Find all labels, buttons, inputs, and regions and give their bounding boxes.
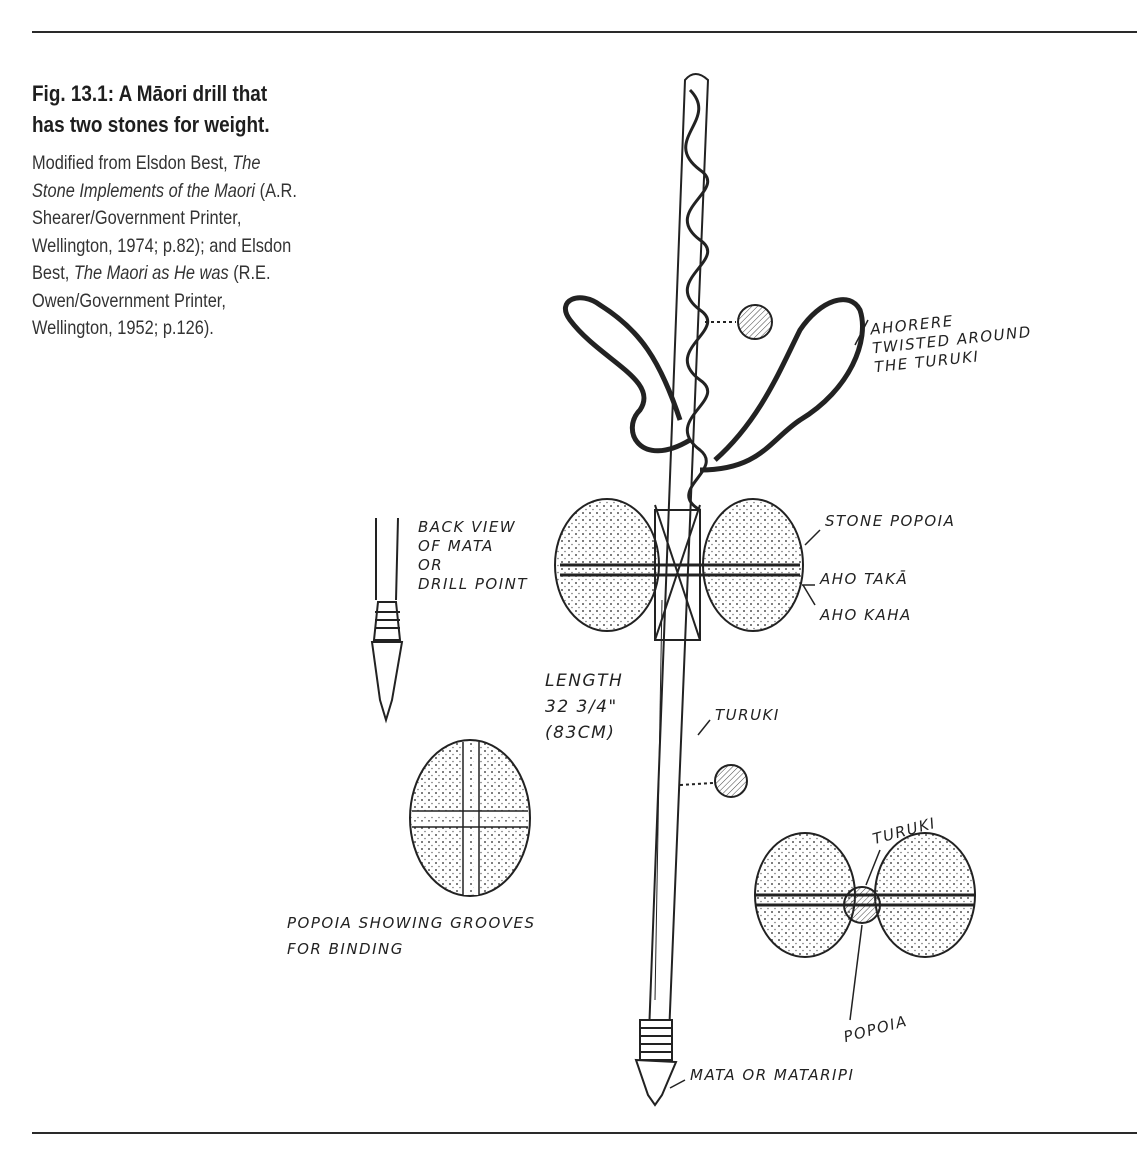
cross-section-top [737,304,773,340]
label-aho-kaha: AHO KAHA [820,606,912,624]
label-line: OR [418,556,444,574]
label-back-view: BACK VIEW OF MATA OR DRILL POINT [418,518,528,594]
stone-popoia-pair [554,498,804,641]
cross-section-mid [714,764,748,798]
label-line: POPOIA SHOWING GROOVES [287,914,536,932]
label-line: (83CM) [545,723,616,743]
label-stone-popoia: STONE POPOIA [825,512,956,530]
back-view-mata [370,517,404,724]
label-popoia-grooves: POPOIA SHOWING GROOVES FOR BINDING [287,910,536,962]
ahorere-cord [684,88,710,512]
caption-source: Modified from Elsdon Best, The Stone Imp… [32,150,302,343]
label-line: OF MATA [418,537,494,555]
label-mata: MATA OR MATARIPI [690,1066,855,1084]
leader-lines [669,319,881,1089]
label-line: LENGTH [545,671,624,691]
source-text: (A.R. Shearer/Government Printer, Wellin… [32,179,297,285]
source-title-italic: The Stone Implements of the Maori [32,152,261,202]
right-loop [699,297,865,473]
figure-caption: Fig. 13.1: A Māori drill that has two st… [32,78,322,343]
label-aho-taka: AHO TAKĀ [820,570,909,588]
label-line: FOR BINDING [287,940,404,958]
popoia-detail-pair [754,832,976,958]
label-line: 32 3/4" [545,697,618,717]
mata-point [634,1019,678,1107]
source-title-italic: The Maori as He was [73,262,229,284]
source-text: Modified from Elsdon Best, [32,152,233,174]
top-rule [32,31,1137,33]
bottom-rule [32,1132,1137,1134]
caption-title-line1: Fig. 13.1: A Māori drill that [32,81,268,106]
label-line: BACK VIEW [418,518,517,536]
turuki-shaft [646,73,710,1061]
left-loop [562,295,692,454]
caption-title-line2: has two stones for weight. [32,112,270,137]
label-line: DRILL POINT [418,575,529,593]
popoia-front-view [409,739,531,897]
label-turuki-main: TURUKI [715,706,780,724]
source-text: (R.E. Owen/Government Printer, Wellingto… [32,262,271,339]
label-length: LENGTH 32 3/4" (83CM) [545,668,623,746]
